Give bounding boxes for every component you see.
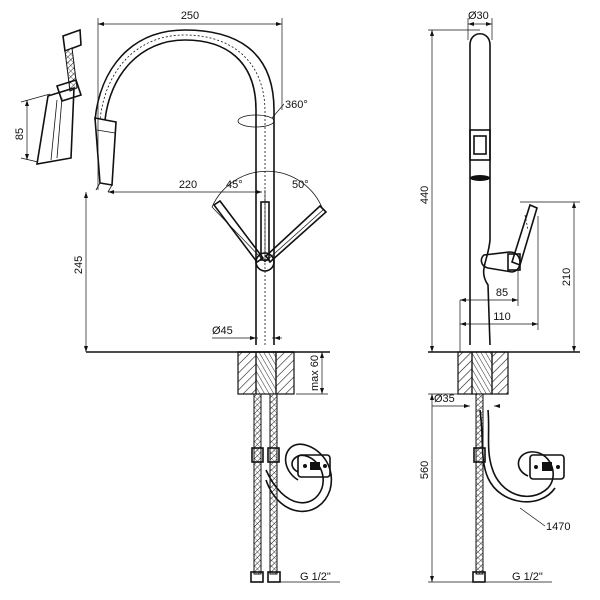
reach-label: 220 xyxy=(179,179,197,191)
side-lever-height-label: 210 xyxy=(561,268,573,286)
spray-head-cap xyxy=(62,28,82,53)
side-mount-right xyxy=(491,351,509,395)
lever-left-position xyxy=(212,199,265,264)
lever-center-position xyxy=(260,201,270,261)
side-hose-length-label: 560 xyxy=(419,461,431,479)
side-supply-hose xyxy=(475,393,484,575)
side-height-label: 440 xyxy=(419,186,431,204)
front-mount-thread xyxy=(255,351,277,395)
side-hose-weight xyxy=(529,454,565,480)
lever-pivot xyxy=(255,252,275,272)
side-hole-diameter-label: Ø35 xyxy=(434,393,455,405)
side-pullout-hose-label: 1470 xyxy=(546,521,570,533)
spray-head-hose xyxy=(64,47,78,92)
side-lever-handle xyxy=(511,203,538,267)
rotation-ellipse xyxy=(237,114,275,128)
side-offset-b-label: 110 xyxy=(493,311,511,323)
side-mount-thread xyxy=(471,351,493,395)
side-body xyxy=(469,32,491,346)
side-spray-button xyxy=(469,129,491,161)
rotation-label: 360° xyxy=(285,99,308,111)
side-pullout-hose-loop xyxy=(487,409,554,498)
left-angle-label: 45° xyxy=(226,179,243,191)
spray-head-length-label: 85 xyxy=(14,128,26,140)
front-mount-left xyxy=(237,351,257,395)
front-hose-weight xyxy=(297,454,331,478)
spray-head-collar xyxy=(55,79,83,102)
lever-right-position xyxy=(264,204,328,264)
side-offset-a-label: 85 xyxy=(496,287,508,299)
side-thread-label: G 1/2" xyxy=(512,571,543,583)
lever-swing-arc xyxy=(211,170,324,211)
gooseneck-spout xyxy=(104,39,257,345)
side-top-diameter-label: Ø30 xyxy=(468,10,489,22)
spray-head-body xyxy=(36,86,75,165)
right-angle-label: 50° xyxy=(292,179,309,191)
side-mount-left xyxy=(457,351,473,395)
front-thread-label: G 1/2" xyxy=(300,571,331,583)
front-view: 250 360° 220 45° 50° 245 xyxy=(73,10,340,583)
spout-height-label: 245 xyxy=(73,256,85,274)
body-diameter-label: Ø45 xyxy=(212,325,233,337)
front-pullout-hose-loop xyxy=(265,443,333,513)
spray-head-detail: 85 xyxy=(14,28,83,165)
max-thickness-label: max 60 xyxy=(309,355,321,391)
front-supply-hose-left xyxy=(253,393,262,575)
side-view: Ø30 440 210 85 110 xyxy=(419,10,580,583)
front-width-label: 250 xyxy=(181,10,199,22)
front-mount-right xyxy=(275,351,295,395)
